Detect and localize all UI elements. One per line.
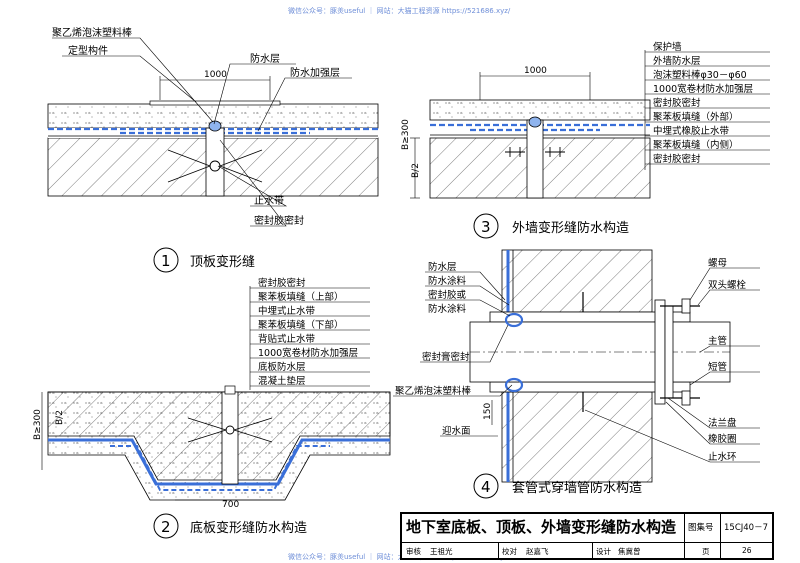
review-name: 王祖光 [430,547,453,556]
detail-3-label-6: 中埋式橡胶止水带 [653,125,730,137]
detail-4-number-circle [473,473,499,499]
detail-3-joint [526,119,544,199]
detail-2-title: 底板变形缝防水构造 [190,520,307,536]
detail-3-title: 外墙变形缝防水构造 [512,220,629,236]
detail-3-label-0: 保护墙 [653,41,682,53]
detail-1-title: 顶板变形缝 [190,254,255,270]
detail-2-dim-700: 700 [222,500,239,510]
detail-2-joint [221,391,239,485]
detail-3-label-2: 泡沫塑料棒φ30－φ60 [653,69,747,81]
detail-4-dim-150: 150 [483,403,493,420]
detail-1-label-5: 密封胶密封 [254,214,304,227]
detail-4-foam: 聚乙烯泡沫塑料棒 [395,385,472,397]
atlas-label: 图集号 [688,523,714,533]
detail-2-label-1: 聚苯板填缝（上部） [258,291,344,303]
design-name: 焦冀曾 [618,547,641,556]
check-name: 赵嘉飞 [526,547,549,556]
detail-3-label-8: 密封胶密封 [653,153,701,165]
detail-1-foam-rod [208,120,222,132]
detail-2-waterproof-layer [48,438,390,486]
detail-3-label-1: 外墙防水层 [653,55,701,67]
detail-4-right-label-4: 法兰盘 [708,417,737,429]
detail-4-right-label-2: 主管 [708,335,727,347]
detail-2-number: 2 [161,518,171,536]
detail-1-number: 1 [161,252,171,270]
check-label: 校对 [502,547,517,556]
detail-4-right-label-6: 止水环 [708,451,737,463]
detail-3-label-7: 聚苯板填缝（内侧） [653,139,739,151]
detail-2-label-5: 1000宽卷材防水加强层 [258,347,358,359]
atlas-number: 15CJ40－7 [724,523,768,533]
detail-2-dim-b300: B≥300 [33,409,43,440]
detail-3-number-circle [473,213,499,239]
detail-3-dim-1000: 1000 [524,66,547,76]
review-label: 审核 [406,547,421,556]
detail-1-label-1: 定型构件 [68,44,108,57]
title-block-row-bottom: 审核 王祖光 校对 赵嘉飞 设计 焦冀曾 页 26 [402,542,772,560]
detail-4-right-label-5: 橡胶圈 [708,433,737,445]
detail-1-label-2: 防水层 [250,52,280,65]
detail-3-label-3: 1000宽卷材防水加强层 [653,83,753,95]
design-label: 设计 [596,547,611,556]
detail-2-number-circle [153,513,179,539]
detail-4-left-label-1: 防水涂料 [428,275,467,287]
detail-2-dim-b2: B/2 [55,410,65,425]
page-number: 26 [742,546,752,555]
detail-3-label-5: 聚苯板填缝（外部） [653,111,739,123]
page-label: 页 [702,547,710,556]
detail-2-label-2: 中埋式止水带 [258,305,316,317]
detail-2-label-4: 背贴式止水带 [258,333,316,345]
watermark-bottom: 微信公众号：豚羙useful ｜ 网站：大猫工程资源 https://52168… [288,553,510,561]
detail-4-sealant: 密封膏密封 [422,351,470,363]
detail-4-right-label-3: 短管 [708,361,727,373]
detail-1-profile-member [149,100,281,106]
detail-4-water-face: 迎水面 [442,425,471,437]
detail-2-label-3: 聚苯板填缝（下部） [258,319,344,331]
detail-4-drawing: 150 防水层 防水涂料 密封胶或 防水涂料 密封膏密封 聚乙烯泡沫塑料棒 迎水… [393,249,760,499]
title-block-row-top: 地下室底板、顶板、外墙变形缝防水构造 图集号 15CJ40－7 [402,514,772,543]
detail-1-label-4: 止水带 [254,195,284,207]
detail-1-drawing: 1000 聚乙烯泡沫塑料棒 定型构件 防水层 防水加强层 止水带 密封胶密封 1… [47,26,379,273]
detail-2-label-0: 密封胶密封 [258,277,306,289]
detail-4-right-label-1: 双头螺栓 [708,279,747,291]
detail-4-left-label-0: 防水层 [428,261,457,273]
title-block: 地下室底板、顶板、外墙变形缝防水构造 图集号 15CJ40－7 审核 王祖光 校… [400,512,774,560]
sheet-title: 地下室底板、顶板、外墙变形缝防水构造 [406,518,677,536]
detail-1-label-0: 聚乙烯泡沫塑料棒 [52,26,132,39]
detail-3-number: 3 [481,218,491,236]
detail-2-drawing: 700 B≥300 B/2 密封胶密封 聚苯板填缝（上部） 中埋式止水带 聚苯板… [33,277,391,539]
detail-1-dim-1000: 1000 [204,70,227,80]
watermark-top: 微信公众号：豚羙useful ｜ 网站：大猫工程资源 https://52168… [288,7,511,15]
detail-1-label-3: 防水加强层 [290,66,340,79]
detail-3-dim-b2: B/2 [411,163,421,178]
detail-2-label-7: 混凝土垫层 [258,375,306,387]
detail-4-left-label-2: 密封胶或 [428,289,467,301]
detail-3-dim-b300: B≥300 [401,119,411,150]
detail-4-number: 4 [481,478,491,496]
detail-3-label-4: 密封胶密封 [653,97,701,109]
detail-4-right-label-0: 螺母 [708,258,727,269]
detail-1-number-circle [153,247,179,273]
detail-4-left-label-3: 防水涂料 [428,303,467,315]
detail-3-drawing: 1000 B≥300 B/2 保护墙 外墙防水层 泡沫塑料棒φ30－φ60 10… [401,41,770,239]
detail-2-label-6: 底板防水层 [258,361,306,373]
detail-4-title: 套管式穿墙管防水构造 [512,480,642,496]
